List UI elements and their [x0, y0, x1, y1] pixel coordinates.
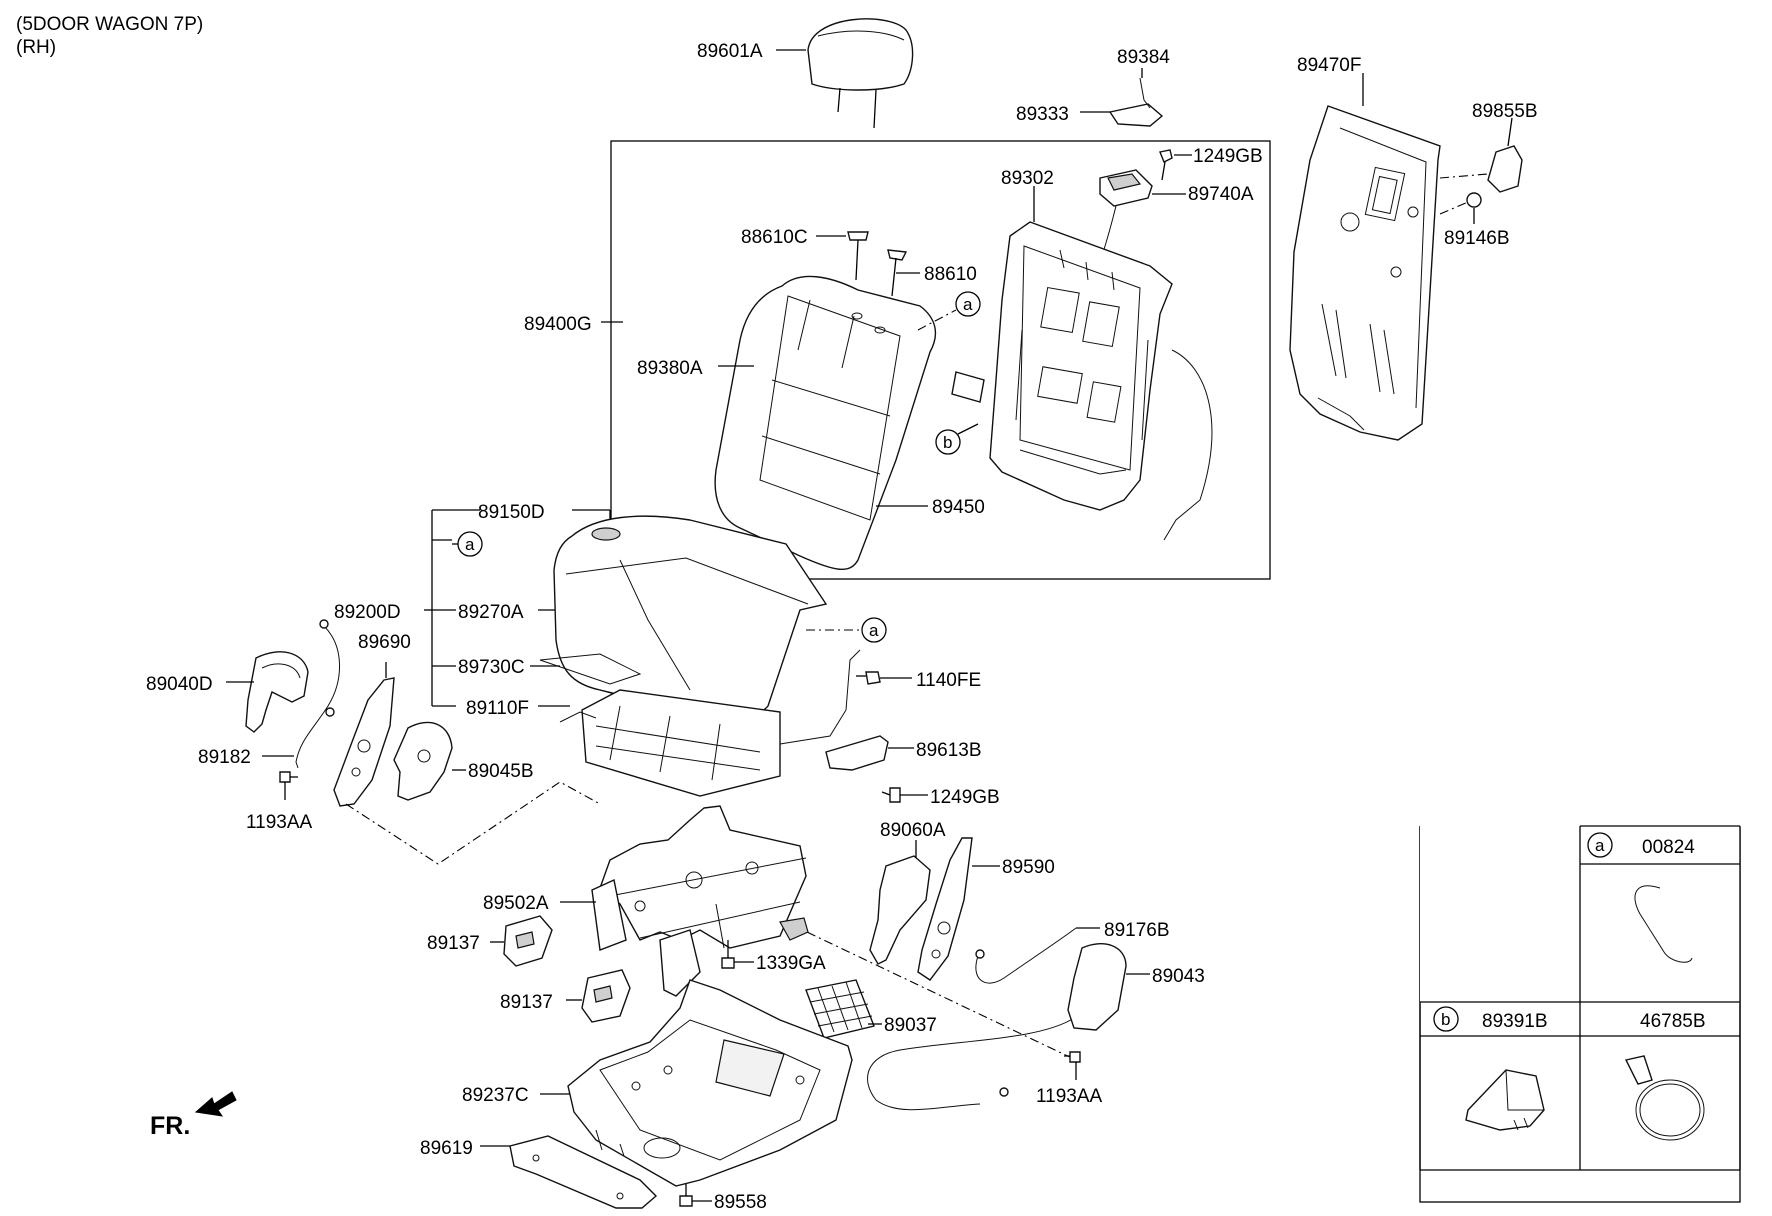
- bolt-1249GB-mid-drawing: [881, 787, 901, 803]
- seat-cushion-drawing: [553, 515, 828, 718]
- label-89150D: 89150D: [478, 502, 545, 523]
- label-89037: 89037: [884, 1015, 937, 1036]
- label-89200D: 89200D: [334, 602, 401, 623]
- trim-89613B-drawing: [825, 735, 889, 771]
- legend-b-marker: [1433, 1006, 1459, 1032]
- latch-cover-drawing: [1439, 145, 1523, 215]
- label-89146B: 89146B: [1444, 228, 1510, 249]
- header-model: (5DOOR WAGON 7P): [16, 14, 203, 35]
- label-89613B: 89613B: [916, 740, 982, 761]
- label-1249GB-top: 1249GB: [1193, 146, 1263, 167]
- label-89558: 89558: [714, 1192, 767, 1211]
- label-89619: 89619: [420, 1138, 473, 1159]
- legend-a-label: a: [1595, 836, 1605, 855]
- label-89380A: 89380A: [637, 358, 703, 379]
- legend-b-label: b: [1441, 1010, 1450, 1029]
- label-89400G: 89400G: [524, 314, 592, 335]
- legend-a-marker: [1587, 832, 1613, 858]
- cable-89182-drawing: [295, 619, 340, 769]
- label-1193AA-left: 1193AA: [246, 812, 313, 833]
- cable-89176B-drawing: [867, 927, 1077, 1111]
- legend-table: [1419, 825, 1741, 1203]
- callout-a-top-text: a: [963, 295, 973, 314]
- label-89601A: 89601A: [697, 41, 763, 62]
- callout-a-right: [861, 617, 887, 643]
- headrest-drawing: [807, 18, 914, 129]
- label-89182: 89182: [198, 747, 251, 768]
- legend-b-part: 89391B: [1482, 1011, 1548, 1032]
- legend-a-part: 00824: [1642, 837, 1695, 858]
- bolt-1193AA-right-drawing: [1064, 1051, 1081, 1080]
- label-89176B: 89176B: [1104, 920, 1170, 941]
- bolt-1140FE-drawing: [856, 671, 881, 685]
- label-89450: 89450: [932, 497, 985, 518]
- callout-a-cushion-text: a: [465, 535, 475, 554]
- label-89740A: 89740A: [1188, 184, 1254, 205]
- backrest-cover-drawing: [714, 275, 937, 571]
- label-89043: 89043: [1152, 966, 1205, 987]
- label-89302: 89302: [1001, 168, 1054, 189]
- backrest-frame-drawing: [951, 221, 1213, 541]
- label-89470F: 89470F: [1297, 55, 1361, 76]
- headrest-guides-drawing: [847, 231, 908, 297]
- recliner-89690-drawing: [333, 677, 395, 807]
- label-89270A: 89270A: [458, 602, 524, 623]
- back-cover-drawing: [1289, 105, 1441, 441]
- pad-89037-drawing: [805, 979, 875, 1039]
- label-89384: 89384: [1117, 47, 1170, 68]
- clip-89558-drawing: [679, 1184, 693, 1207]
- callout-b-text: b: [943, 433, 952, 452]
- label-89502A: 89502A: [483, 893, 549, 914]
- callout-b: [935, 429, 961, 455]
- cover-89060A-drawing: [869, 855, 931, 965]
- callout-a-right-text: a: [869, 621, 879, 640]
- header-side: (RH): [16, 37, 56, 58]
- label-89690: 89690: [358, 632, 411, 653]
- label-89045B: 89045B: [468, 761, 534, 782]
- cover-89043-drawing: [1067, 943, 1127, 1031]
- backrest-assembly-box: [610, 140, 1271, 580]
- clip-89333-drawing: [1108, 77, 1164, 127]
- label-89333: 89333: [1016, 104, 1069, 125]
- label-89730C: 89730C: [458, 657, 525, 678]
- recliner-89590-drawing: [917, 837, 973, 981]
- label-1193AA-right: 1193AA: [1036, 1086, 1103, 1107]
- cover-89045B-drawing: [393, 721, 453, 801]
- seat-base-89237C-drawing: [567, 979, 853, 1187]
- label-89855B: 89855B: [1472, 101, 1538, 122]
- label-89137-b: 89137: [500, 992, 553, 1013]
- bracket-89137-a-drawing: [503, 915, 553, 967]
- label-89590: 89590: [1002, 857, 1055, 878]
- label-1249GB-mid: 1249GB: [930, 787, 1000, 808]
- bolt-1193AA-left-drawing: [279, 771, 298, 800]
- label-1339GA: 1339GA: [756, 953, 826, 974]
- label-89110F: 89110F: [466, 698, 529, 719]
- direction-label: FR.: [150, 1112, 190, 1140]
- cushion-pan-drawing: [539, 649, 861, 797]
- legend-c-part: 46785B: [1640, 1011, 1706, 1032]
- label-88610C: 88610C: [741, 227, 808, 248]
- recliner-lever-drawing: [1099, 149, 1173, 263]
- label-89237C: 89237C: [462, 1085, 529, 1106]
- bracket-89137-b-drawing: [581, 969, 631, 1023]
- side-cover-89040D-drawing: [245, 651, 309, 733]
- legend-hog-ring-drawing: [1634, 885, 1693, 963]
- nut-1339GA-drawing: [721, 940, 735, 969]
- front-arrow-icon: [194, 1091, 237, 1117]
- legend-clip-drawing: [1465, 1069, 1545, 1131]
- label-88610: 88610: [924, 264, 977, 285]
- callout-a-top: [955, 291, 981, 317]
- cover-89619-drawing: [509, 1135, 658, 1209]
- label-89137-a: 89137: [427, 933, 480, 954]
- label-89040D: 89040D: [146, 674, 213, 695]
- legend-cable-tie-drawing: [1624, 1055, 1705, 1141]
- label-1140FE: 1140FE: [916, 670, 981, 691]
- label-89060A: 89060A: [880, 820, 946, 841]
